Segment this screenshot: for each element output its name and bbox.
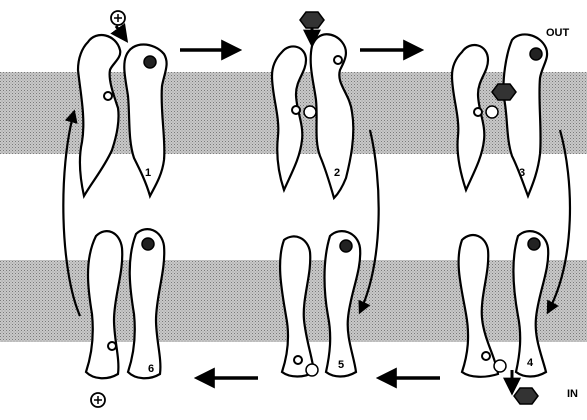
released-ion-icon [494,360,506,372]
state-number-5: 5 [338,359,344,371]
bound-ion-icon [306,364,318,376]
binding-site-icon [474,108,482,116]
label-inside: IN [567,388,578,400]
state-number-1: 1 [145,167,151,179]
state-number-2: 2 [334,167,340,179]
state-number-4: 4 [527,357,534,369]
released-ligand-icon [514,388,538,404]
binding-site-icon [104,92,112,100]
bound-ligand-icon [492,84,516,100]
entry-arrow-icon [116,26,126,40]
bound-ion-icon [144,56,156,68]
bound-ion-icon [142,238,154,250]
state-number-3: 3 [519,167,525,179]
binding-site-icon [292,106,300,114]
incoming-ion-icon [111,11,125,25]
released-ion-icon [91,393,105,407]
binding-site-icon [334,56,342,64]
label-outside: OUT [546,27,570,39]
binding-site-icon [108,342,116,350]
binding-site-icon [482,352,490,360]
bound-ion-icon [340,240,352,252]
bound-ion-icon [304,106,316,118]
binding-site-icon [294,356,302,364]
incoming-ligand-icon [300,12,324,28]
bound-ion-icon [530,48,542,60]
state-number-6: 6 [148,363,154,375]
bound-ion-icon [486,106,498,118]
bound-ion-icon [528,238,540,250]
